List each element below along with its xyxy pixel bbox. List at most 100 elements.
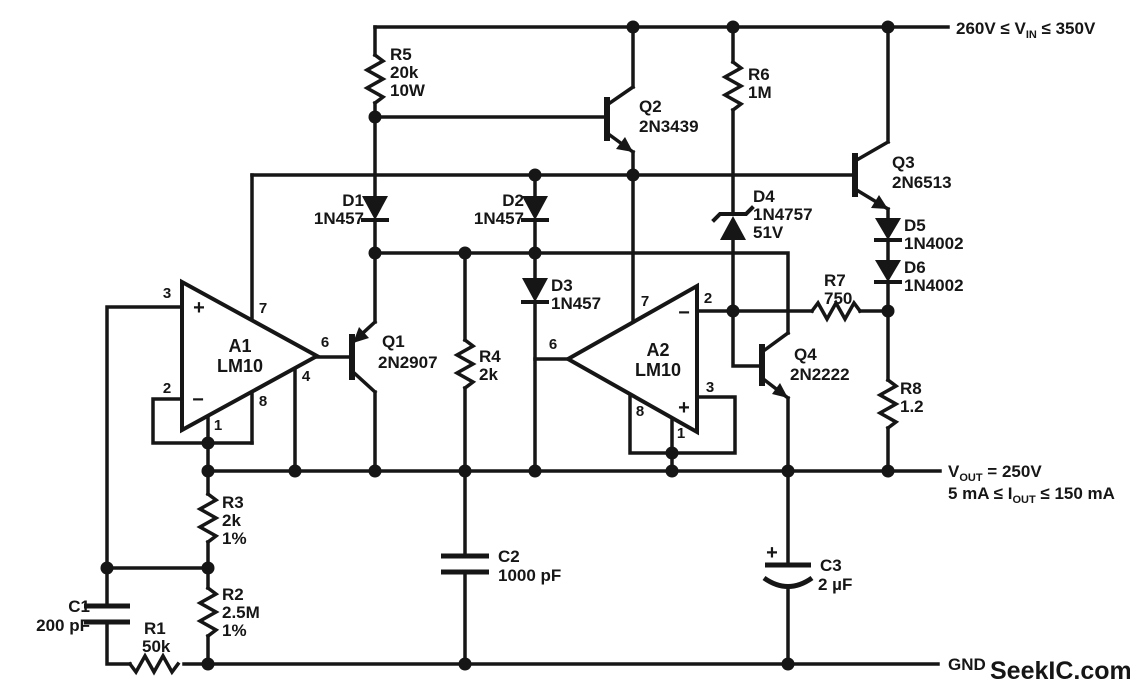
vin-annotation: 260V ≤ VIN ≤ 350V [956,19,1096,41]
a2-pin-2: 2 [704,290,712,307]
diode-d1: D1 1N457 [314,191,389,255]
q3-ref: Q3 [892,153,915,172]
iout-label: 5 mA ≤ IOUT ≤ 150 mA [948,484,1115,506]
d4-note: 51V [753,223,784,242]
q3-emitter-arrow [871,195,888,209]
opamp-a2: A2 LM10 − + 7 2 6 8 1 3 [533,282,737,473]
q1-value: 2N2907 [378,353,438,372]
q2-value: 2N3439 [639,117,699,136]
d4-ref: D4 [753,187,775,206]
a1-pin-8: 8 [259,393,267,410]
transistor-q4: Q4 2N2222 [731,309,850,473]
a1-pin-6: 6 [321,334,329,351]
gnd-label: GND [948,655,986,674]
resistor-r6: R6 1M [721,25,772,216]
r2-ref: R2 [222,585,244,604]
q4-value: 2N2222 [790,365,850,384]
resistor-r7: R7 750 [809,271,863,323]
r4-value: 2k [479,365,498,384]
supply-net-y175 [250,173,857,324]
resistor-r4: R4 2k [453,251,501,558]
a2-plus-sign: + [678,397,690,419]
vin-label: 260V ≤ VIN ≤ 350V [956,19,1096,41]
c2-ref: C2 [498,547,520,566]
r2-note: 1% [222,621,247,640]
d1-value: 1N457 [314,209,364,228]
gnd-annotation: GND [948,655,986,674]
d3-value: 1N457 [551,294,601,313]
a2-pin-6: 6 [549,336,557,353]
r3-ref: R3 [222,493,244,512]
capacitor-c1: C1 200 pF [36,566,132,666]
r7-value: 750 [824,289,852,308]
r8-ref: R8 [900,379,922,398]
d6-value: 1N4002 [904,276,964,295]
a2-pin-8: 8 [636,403,644,420]
resistor-r2: R2 2.5M 1% [196,585,260,666]
r2-value: 2.5M [222,603,260,622]
d2-ref: D2 [502,191,524,210]
a2-value: LM10 [635,360,681,380]
d5-ref: D5 [904,216,926,235]
diode-d6: D6 1N4002 [874,258,964,313]
capacitor-c2: C2 1000 pF [441,547,561,666]
a2-pin-1: 1 [677,425,685,442]
capacitor-c3: + C3 2 µF [762,469,852,666]
a1-pin-4: 4 [302,368,311,385]
a2-minus-sign: − [678,302,690,324]
a1-pin-1: 1 [214,417,222,434]
q3-value: 2N6513 [892,173,952,192]
q1-ref: Q1 [382,332,405,351]
reference-net-y253 [373,251,790,335]
r7-ref: R7 [824,271,846,290]
a1-plus-sign: + [193,297,205,319]
diode-d5: D5 1N4002 [874,216,964,262]
transistor-q3: Q3 2N6513 [852,25,952,220]
resistor-r1: R1 50k [127,619,181,676]
d1-ref: D1 [342,191,364,210]
c1-value: 200 pF [36,616,90,635]
c1-ref: C1 [68,597,90,616]
r8-value: 1.2 [900,397,924,416]
a2-pin-7: 7 [641,293,649,310]
a1-pin-7: 7 [259,300,267,317]
zener-d4: D4 1N4757 51V [711,187,813,313]
a1-pin-2: 2 [163,380,171,397]
d6-ref: D6 [904,258,926,277]
q1-emitter-arrow [353,327,369,343]
r4-ref: R4 [479,347,501,366]
diode-d2: D2 1N457 [474,173,549,255]
c2-value: 1000 pF [498,566,561,585]
q4-emitter-arrow [772,383,788,398]
r1-ref: R1 [144,619,166,638]
r6-ref: R6 [748,65,770,84]
a2-pin-3: 3 [706,379,714,396]
a1-ref: A1 [228,336,251,356]
c3-value: 2 µF [818,575,852,594]
r1-value: 50k [142,637,171,656]
transistor-q1: Q1 2N2907 [349,251,438,473]
d2-value: 1N457 [474,209,524,228]
q4-ref: Q4 [794,345,817,364]
r5-note: 10W [390,81,426,100]
a1-value: LM10 [217,356,263,376]
diode-d3: D3 1N457 [521,251,601,473]
a2-ref: A2 [646,340,669,360]
vout-annotation: VOUT = 250V 5 mA ≤ IOUT ≤ 150 mA [948,462,1115,506]
resistor-r8: R8 1.2 [876,309,924,473]
r6-value: 1M [748,83,772,102]
d5-value: 1N4002 [904,234,964,253]
r5-ref: R5 [390,45,412,64]
d4-value: 1N4757 [753,205,813,224]
c3-ref: C3 [820,556,842,575]
junction-dots [100,20,895,671]
seekic-watermark: SeekIC.com [990,657,1130,685]
q2-ref: Q2 [639,97,662,116]
vout-label: VOUT = 250V [948,462,1042,484]
a1-minus-sign: − [192,389,204,411]
d3-ref: D3 [551,276,573,295]
r3-note: 1% [222,529,247,548]
q2-emitter-arrow [616,137,633,152]
